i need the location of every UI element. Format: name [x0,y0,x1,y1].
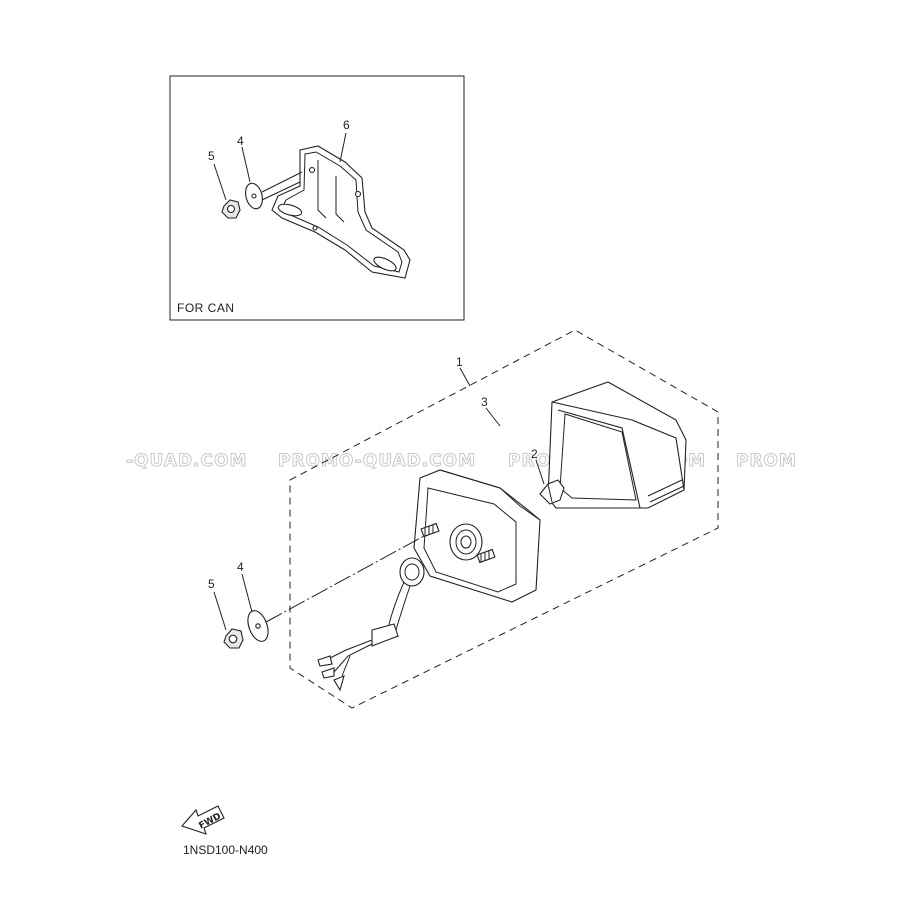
inset-washer [245,182,263,210]
fwd-arrow-icon: FWD [181,805,225,835]
inset-callout-5: 5 [208,149,215,163]
inset-frame [169,75,465,321]
main-callout-2: 2 [531,447,538,461]
license-bracket [271,145,411,279]
watermark: PROMO-QUAD.COM [278,451,476,471]
main-callout-1: 1 [456,355,463,369]
main-washer [247,610,269,642]
main-callout-5: 5 [208,577,215,591]
main-nut [223,628,244,649]
main-callout-3: 3 [481,395,488,409]
watermark: PROM [736,451,797,471]
bulb [539,479,565,505]
inset-label: FOR CAN [177,301,235,315]
main-callout-4: 4 [237,560,244,574]
drawing-code: 1NSD100-N400 [183,843,268,857]
socket-harness [317,557,425,692]
lens-housing [413,469,541,603]
inset-callout-4: 4 [237,134,244,148]
inset-callout-6: 6 [343,118,350,132]
assembly-outline [289,329,719,709]
inset-nut [221,199,241,219]
lens-cover [547,381,687,509]
watermark: -QUAD.COM [126,451,247,471]
